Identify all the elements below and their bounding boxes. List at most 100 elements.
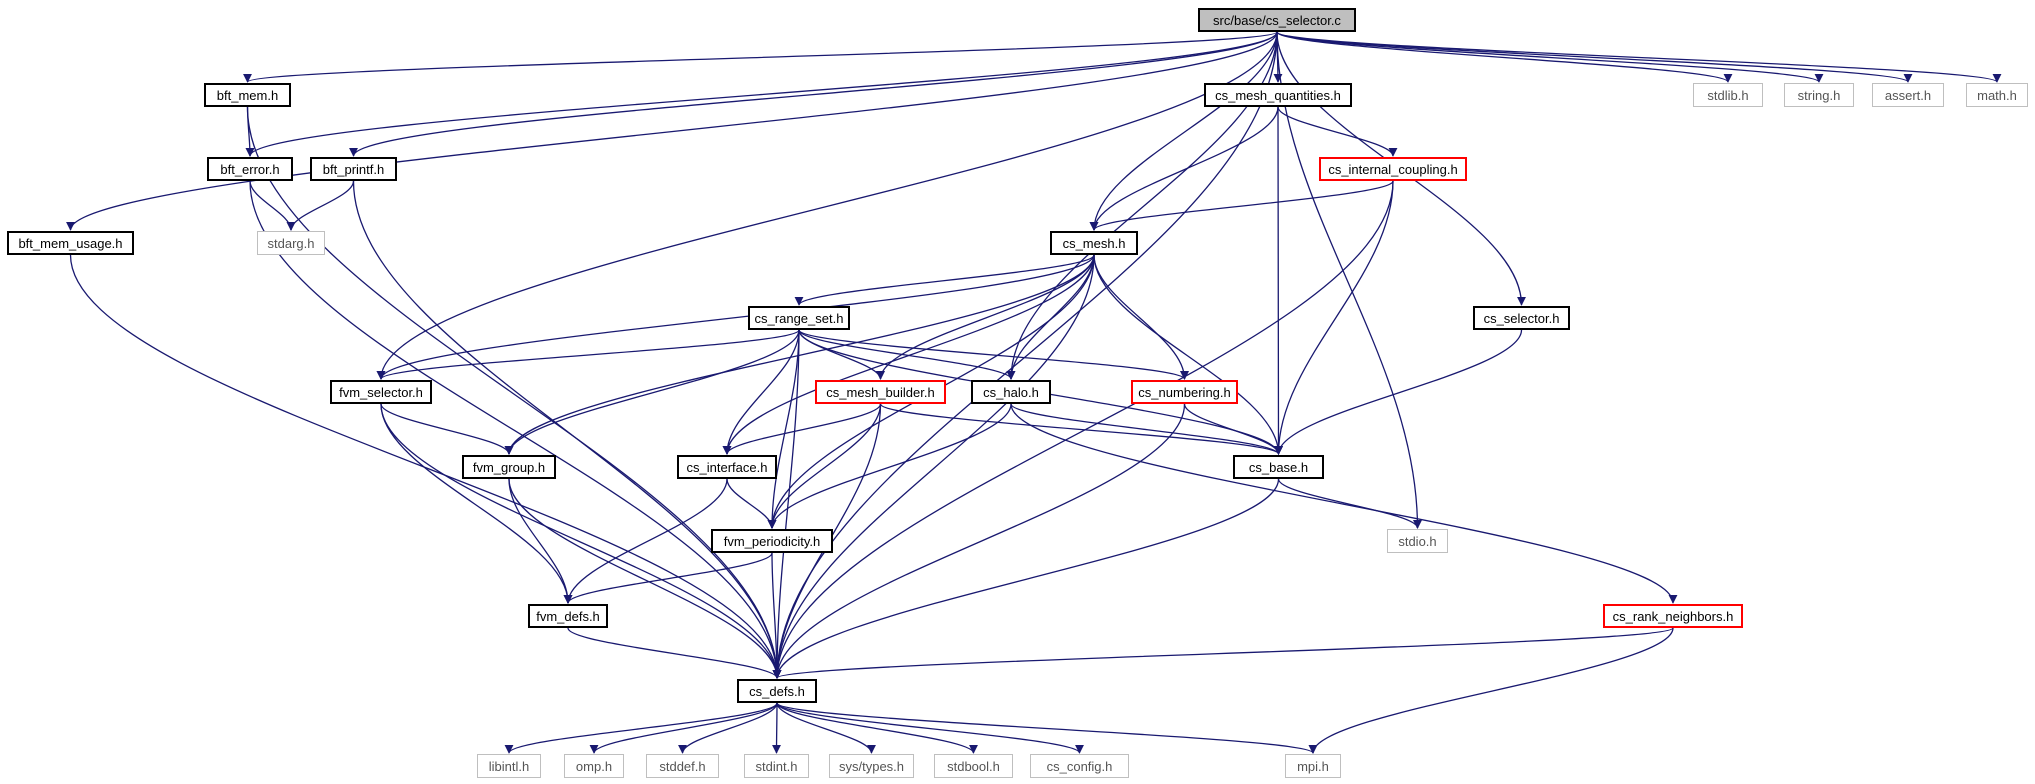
edge-cs-mesh-quantities-to-cs-mesh	[1089, 106, 1279, 231]
node-label: cs_mesh_builder.h	[826, 384, 935, 400]
edge-fvm-defs-to-cs-defs	[567, 627, 782, 679]
node-label: cs_range_set.h	[754, 310, 844, 326]
node-label: fvm_defs.h	[536, 608, 600, 624]
node-label: cs_interface.h	[686, 459, 768, 475]
edge-cs-internal-coupling-to-cs-mesh	[1089, 180, 1394, 231]
node-label: cs_halo.h	[983, 384, 1039, 400]
node-cs-rank-neighbors[interactable]: cs_rank_neighbors.h	[1603, 604, 1743, 628]
node-stdint: stdint.h	[744, 754, 809, 778]
node-cs-mesh-quantities[interactable]: cs_mesh_quantities.h	[1204, 83, 1352, 107]
edge-cs-defs-to-stdbool	[776, 702, 978, 754]
edge-fvm-group-to-cs-defs	[508, 478, 782, 679]
node-root: src/base/cs_selector.c	[1198, 8, 1356, 32]
edge-cs-mesh-to-cs-numbering	[1093, 254, 1189, 380]
edge-cs-mesh-quantities-to-cs-internal-coupling	[1277, 106, 1398, 157]
edge-root-to-cs-mesh	[1089, 31, 1278, 231]
node-stdlib: stdlib.h	[1693, 83, 1763, 107]
edge-fvm-selector-to-cs-defs	[380, 403, 782, 679]
edge-cs-mesh-to-fvm-selector	[376, 254, 1095, 380]
edge-root-to-cs-defs	[772, 31, 1278, 679]
node-bft-error[interactable]: bft_error.h	[207, 157, 293, 181]
node-label: bft_mem_usage.h	[18, 235, 123, 251]
node-label: sys/types.h	[838, 758, 905, 774]
node-cs-interface[interactable]: cs_interface.h	[677, 455, 777, 479]
node-bft-mem-usage[interactable]: bft_mem_usage.h	[7, 231, 134, 255]
edge-bft-error-to-stdarg	[249, 180, 296, 231]
node-string: string.h	[1784, 83, 1854, 107]
edge-cs-defs-to-mpi	[776, 702, 1318, 754]
node-label: bft_error.h	[220, 161, 280, 177]
edge-cs-halo-to-fvm-periodicity	[767, 403, 1012, 529]
edge-root-to-stdlib	[1276, 31, 1733, 83]
node-fvm-periodicity[interactable]: fvm_periodicity.h	[711, 529, 833, 553]
node-mpi: mpi.h	[1285, 754, 1341, 778]
edge-cs-defs-to-stddef	[678, 702, 778, 754]
node-cs-halo[interactable]: cs_halo.h	[971, 380, 1051, 404]
edge-cs-base-to-stdio	[1277, 478, 1422, 529]
edge-cs-defs-to-omp	[589, 702, 778, 754]
edge-cs-mesh-to-cs-mesh-builder	[876, 254, 1095, 380]
node-sys-types: sys/types.h	[829, 754, 914, 778]
node-label: cs_internal_coupling.h	[1328, 161, 1458, 177]
node-label: cs_config.h	[1046, 758, 1113, 774]
edge-fvm-selector-to-fvm-defs	[380, 403, 573, 604]
node-cs-mesh[interactable]: cs_mesh.h	[1050, 231, 1138, 255]
node-label: stdint.h	[755, 758, 798, 774]
edge-cs-range-set-to-cs-numbering	[798, 329, 1189, 380]
edge-cs-halo-to-cs-rank-neighbors	[1010, 403, 1678, 604]
node-cs-defs[interactable]: cs_defs.h	[737, 679, 817, 703]
node-fvm-selector[interactable]: fvm_selector.h	[330, 380, 432, 404]
node-label: stddef.h	[659, 758, 706, 774]
edge-cs-mesh-builder-to-cs-base	[879, 403, 1283, 455]
node-label: omp.h	[575, 758, 613, 774]
edge-cs-mesh-to-fvm-group	[504, 254, 1095, 455]
node-label: string.h	[1797, 87, 1841, 103]
node-cs-base[interactable]: cs_base.h	[1233, 455, 1324, 479]
edge-cs-defs-to-sys-types	[776, 702, 876, 754]
edge-root-to-cs-halo	[1006, 31, 1278, 380]
node-label: stdio.h	[1398, 533, 1437, 549]
node-bft-mem[interactable]: bft_mem.h	[204, 83, 291, 107]
edge-cs-mesh-to-cs-interface	[722, 254, 1095, 455]
edge-fvm-group-to-fvm-defs	[508, 478, 573, 604]
node-stdarg: stdarg.h	[257, 231, 325, 255]
edge-cs-range-set-to-fvm-selector	[376, 329, 800, 380]
edge-cs-range-set-to-cs-halo	[798, 329, 1016, 380]
node-omp: omp.h	[564, 754, 624, 778]
node-libintl: libintl.h	[477, 754, 541, 778]
node-label: cs_selector.h	[1483, 310, 1560, 326]
edge-fvm-periodicity-to-fvm-defs	[563, 552, 773, 604]
node-cs-selector[interactable]: cs_selector.h	[1473, 306, 1570, 330]
node-cs-numbering[interactable]: cs_numbering.h	[1131, 380, 1238, 404]
edge-root-to-math	[1276, 31, 2002, 83]
edge-root-to-bft-mem-usage	[66, 31, 1278, 231]
node-label: fvm_selector.h	[339, 384, 423, 400]
edge-cs-mesh-builder-to-fvm-periodicity	[767, 403, 882, 529]
node-cs-mesh-builder[interactable]: cs_mesh_builder.h	[815, 380, 946, 404]
edge-root-to-bft-printf	[349, 31, 1278, 157]
node-cs-config: cs_config.h	[1030, 754, 1129, 778]
node-stdbool: stdbool.h	[934, 754, 1013, 778]
edge-cs-mesh-to-cs-defs	[772, 254, 1095, 679]
node-fvm-group[interactable]: fvm_group.h	[462, 455, 556, 479]
node-label: libintl.h	[488, 758, 530, 774]
node-label: cs_defs.h	[749, 683, 805, 699]
node-cs-internal-coupling[interactable]: cs_internal_coupling.h	[1319, 157, 1467, 181]
node-fvm-defs[interactable]: fvm_defs.h	[528, 604, 608, 628]
edge-root-to-bft-error	[245, 31, 1278, 157]
edge-cs-range-set-to-fvm-group	[504, 329, 800, 455]
node-label: bft_printf.h	[322, 161, 385, 177]
node-label: stdlib.h	[1707, 87, 1749, 103]
edge-fvm-selector-to-fvm-group	[380, 403, 514, 455]
node-stdio: stdio.h	[1387, 529, 1448, 553]
edge-cs-defs-to-stdint	[772, 702, 782, 754]
edge-cs-selector-to-cs-base	[1274, 329, 1523, 455]
edge-cs-mesh-to-cs-range-set	[794, 254, 1095, 306]
node-label: bft_mem.h	[216, 87, 279, 103]
edge-cs-numbering-to-cs-base	[1183, 403, 1283, 455]
edge-cs-interface-to-fvm-defs	[563, 478, 728, 604]
edge-bft-error-to-cs-defs	[249, 180, 782, 679]
node-cs-range-set[interactable]: cs_range_set.h	[748, 306, 850, 330]
node-bft-printf[interactable]: bft_printf.h	[310, 157, 397, 181]
edge-cs-mesh-to-cs-base	[1093, 254, 1283, 455]
